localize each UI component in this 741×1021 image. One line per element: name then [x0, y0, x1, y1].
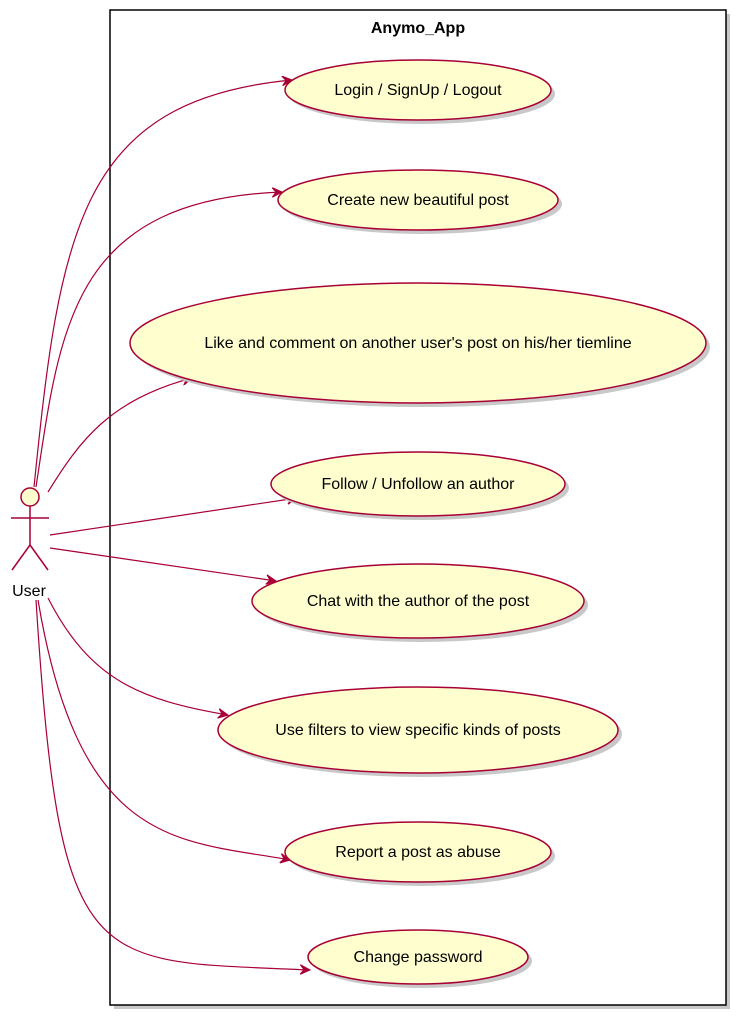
actor-left-leg — [11, 544, 31, 571]
actor-user: User — [11, 487, 49, 600]
use-case: Chat with the author of the post — [251, 563, 588, 642]
use-case: Use filters to view specific kinds of po… — [217, 686, 622, 777]
use-case-label: Change password — [354, 949, 483, 966]
use-case-label: Like and comment on another user's post … — [204, 335, 631, 352]
actor-label: User — [12, 583, 46, 600]
use-case-ellipse — [129, 282, 707, 404]
use-case: Report a post as abuse — [284, 821, 555, 886]
use-case-ellipse — [307, 929, 529, 985]
association-line — [35, 192, 282, 488]
use-case-ellipse — [251, 563, 585, 639]
use-case-ellipse — [277, 169, 559, 231]
use-case-label: Follow / Unfollow an author — [322, 476, 516, 493]
use-case: Create new beautiful post — [277, 169, 562, 234]
use-case-label: Create new beautiful post — [327, 192, 509, 209]
use-case-ellipse — [217, 686, 619, 774]
association-line — [35, 599, 310, 970]
use-case: Change password — [307, 929, 532, 988]
use-case: Login / SignUp / Logout — [284, 59, 555, 124]
use-case-label: Report a post as abuse — [335, 844, 501, 861]
use-case-ellipse — [284, 821, 552, 883]
association-line — [49, 498, 297, 536]
use-case: Follow / Unfollow an author — [270, 451, 569, 520]
use-case-label: Chat with the author of the post — [307, 593, 530, 610]
association-line — [37, 599, 290, 860]
actor-right-leg — [29, 544, 49, 571]
actor-head — [20, 487, 40, 507]
use-case-label: Login / SignUp / Logout — [334, 82, 502, 99]
use-case: Like and comment on another user's post … — [129, 282, 710, 407]
association-line — [33, 80, 292, 488]
use-case-ellipse — [270, 451, 566, 517]
associations — [33, 80, 310, 970]
association-line — [47, 378, 192, 493]
use-case-ellipse — [284, 59, 552, 121]
system-title: Anymo_App — [371, 20, 465, 37]
association-line — [47, 597, 228, 715]
association-line — [49, 547, 276, 581]
use-case-label: Use filters to view specific kinds of po… — [275, 722, 560, 739]
